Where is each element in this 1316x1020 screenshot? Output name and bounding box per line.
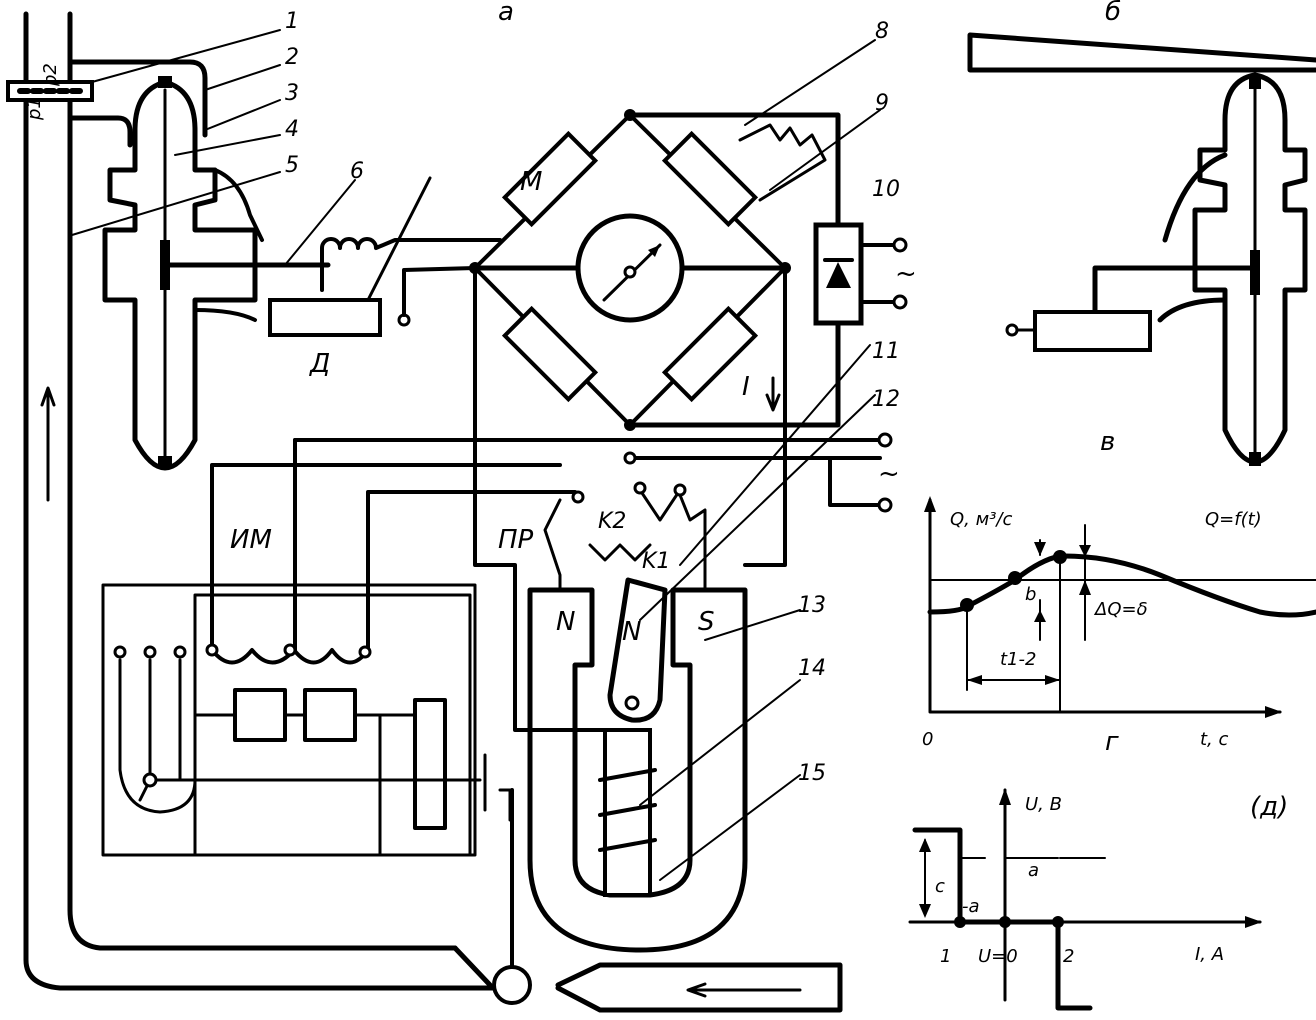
graph-q-vs-t [924,496,1316,718]
panel-v-label: в [1100,427,1115,457]
label-N-armature: N [622,617,641,647]
label-IM: ИМ [230,525,272,555]
graph-g-ylabel: Q, м³/с [950,509,1012,530]
heater-8 [738,123,827,202]
flow-arrow-up-icon [40,386,56,502]
panel-b-label: б [1105,0,1121,27]
label-S: S [698,607,715,637]
graph-g-origin: 0 [922,729,933,750]
callout-13: 13 [798,593,826,618]
resistor-8 [661,130,759,228]
armature [607,577,668,723]
servo-mechanism [101,583,512,857]
label-N-left: N [556,607,575,637]
callout-6: 6 [350,159,364,184]
callout-14: 14 [798,656,826,681]
panel-a-label: а [498,0,514,27]
graph-g-dq: ΔQ=δ [1093,599,1148,620]
callout-10: 10 [872,177,900,202]
pipeline [23,11,843,1013]
graph-d-point-1: 1 [940,946,951,967]
transducer-D [268,298,382,337]
label-ac-top: ~ [895,259,917,289]
graph-d-c: c [935,876,945,897]
panel-g-label: г [1105,727,1119,757]
callout-1: 1 [285,9,299,34]
callout-5: 5 [285,153,299,178]
graph-u-vs-i [908,788,1262,1011]
transducer-b [1033,310,1152,352]
panel-d-label: (д) [1250,792,1288,822]
current-arrow-icon [765,376,781,412]
resistor-M [501,130,599,228]
relay-contacts [543,488,707,592]
graph-d-u0: U=0 [978,946,1018,967]
coil [320,237,502,292]
callout-9: 9 [875,91,889,116]
label-M: M [520,167,542,197]
callout-2: 2 [285,45,299,70]
impulse-line-p1 [67,115,133,148]
graph-g-b: b [1025,584,1036,605]
callout-15: 15 [798,761,826,786]
resistor-bl [501,305,599,403]
graph-g-t12: t1-2 [1000,649,1036,670]
permanent-magnet [527,587,748,953]
callout-11: 11 [872,339,900,364]
label-ac-bottom: ~ [878,459,900,489]
callout-3: 3 [285,81,299,106]
label-p1: p1 [24,97,45,121]
label-p2: p2 [40,63,61,87]
label-K1: K1 [642,549,670,574]
callout-12: 12 [872,387,900,412]
label-K2: K2 [598,509,626,534]
callout-4: 4 [285,117,299,142]
graph-g-func: Q=f(t) [1205,509,1262,530]
label-PR: ПР [498,525,534,555]
graph-d-point-2: 2 [1063,946,1074,967]
graph-d-xlabel: I, A [1195,944,1224,965]
manometer-b [967,32,1316,465]
flow-valve [492,965,532,1005]
graph-d-a: a [1028,860,1039,881]
resistor-br [661,305,759,403]
callout-8: 8 [875,19,889,44]
label-D: Д [309,349,330,379]
float-core [160,240,170,290]
graph-d-ylabel: U, B [1025,794,1062,815]
label-current-I: I [742,372,750,402]
graph-g-xlabel: t, c [1200,729,1229,750]
flow-arrow-left-icon [686,982,802,998]
impulse-line-p2 [67,59,208,138]
graph-d-minus-a: -a [962,896,980,917]
